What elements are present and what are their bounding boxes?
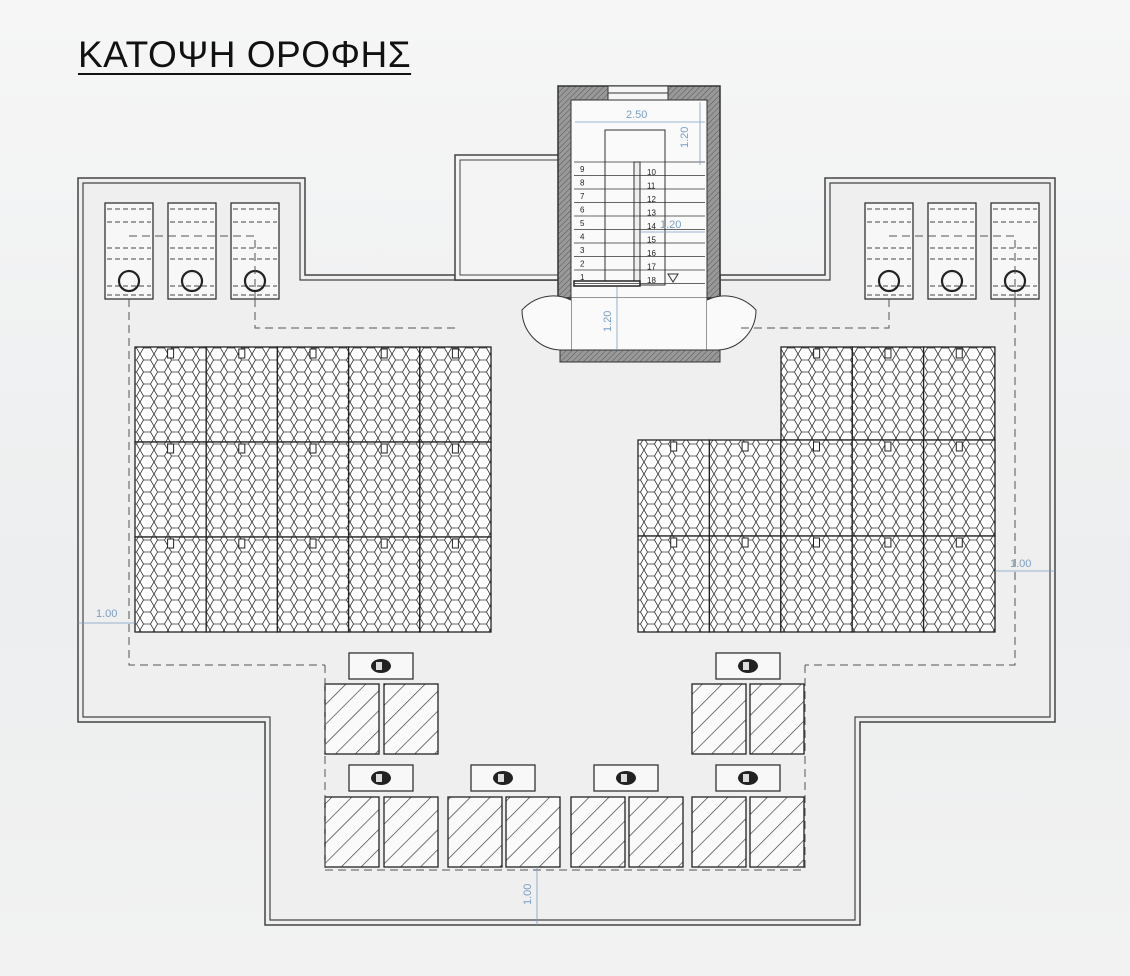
solar-panel	[637, 535, 711, 633]
solar-panel	[276, 441, 350, 538]
solar-panel	[205, 536, 279, 633]
parapet-inner-line	[82, 182, 1051, 921]
stair-step-number: 1	[580, 273, 585, 282]
stair-step-number: 7	[580, 192, 585, 201]
stair-step-number: 2	[580, 260, 585, 269]
solar-panel	[708, 439, 782, 537]
solar-panel	[134, 536, 207, 633]
inverter-unit	[715, 764, 781, 792]
stair-step-number: 3	[580, 246, 585, 255]
pipe-route	[805, 299, 1016, 666]
stair-step-number: 17	[647, 263, 656, 272]
hatched-unit	[324, 796, 380, 868]
solar-panel	[708, 535, 782, 633]
drawing-title: ΚΑΤΟΨΗ ΟΡΟΦΗΣ	[78, 34, 412, 75]
solar-panel	[780, 346, 853, 441]
solar-water-heater	[104, 202, 154, 300]
stair-step-number: 13	[647, 209, 656, 218]
hatched-unit	[324, 683, 380, 755]
solar-panel	[922, 439, 996, 537]
hatched-unit	[749, 796, 805, 868]
solar-panel	[205, 346, 279, 443]
stair-step-number: 9	[580, 165, 585, 174]
inverter-unit	[715, 652, 781, 680]
pipe-route	[740, 299, 890, 329]
inverter-unit	[348, 764, 414, 792]
solar-panel	[922, 535, 996, 633]
pipe-route	[254, 299, 455, 329]
hatched-unit	[691, 683, 747, 755]
dim-right-setback: 1.00	[1010, 558, 1031, 570]
stair-step-number: 12	[647, 195, 656, 204]
solar-panel	[276, 536, 350, 633]
solar-water-heater	[864, 202, 914, 300]
stair-step-number: 14	[647, 222, 656, 231]
stair-step-number: 6	[580, 206, 585, 215]
stair-step-number: 11	[647, 182, 656, 191]
dim-bottom-setback: 1.00	[522, 884, 534, 905]
dim-stair-entrance: 1.20	[602, 311, 614, 332]
dim-stair-width: 2.50	[626, 109, 647, 121]
solar-panel	[851, 439, 925, 537]
stair-step-number: 5	[580, 219, 585, 228]
solar-panel	[276, 346, 350, 443]
pipe-route	[128, 299, 325, 666]
solar-panel	[419, 441, 492, 538]
solar-panel	[347, 346, 421, 443]
dimension-lines	[78, 102, 1055, 925]
hatched-unit	[570, 796, 626, 868]
dim-stair-mid: 1.20	[660, 219, 681, 231]
inverter-unit	[593, 764, 659, 792]
solar-panel	[134, 346, 207, 443]
solar-panel	[419, 346, 492, 443]
pipe-route	[129, 235, 256, 299]
dim-left-setback: 1.00	[96, 608, 117, 620]
solar-panel	[780, 535, 853, 633]
tank-circle-icon	[940, 269, 964, 293]
hatched-unit	[691, 796, 747, 868]
stair-step-number: 18	[647, 276, 656, 285]
solar-panel	[851, 346, 925, 441]
solar-panel	[637, 439, 711, 537]
tank-circle-icon	[877, 269, 901, 293]
hatched-unit	[749, 683, 805, 755]
solar-panel	[347, 536, 421, 633]
solar-panel	[780, 439, 853, 537]
stair-step-number: 8	[580, 179, 585, 188]
tank-circle-icon	[180, 269, 204, 293]
hatched-unit	[383, 683, 439, 755]
inverter-unit	[348, 652, 414, 680]
solar-water-heater	[167, 202, 217, 300]
hatched-unit	[383, 796, 439, 868]
solar-panel	[851, 535, 925, 633]
solar-water-heater	[927, 202, 977, 300]
inverter-unit	[470, 764, 536, 792]
stair-step-number: 15	[647, 236, 656, 245]
hatched-unit	[447, 796, 503, 868]
solar-panel	[419, 536, 492, 633]
hatched-unit	[505, 796, 561, 868]
solar-panel	[134, 441, 207, 538]
solar-panel	[205, 441, 279, 538]
solar-panel	[922, 346, 996, 441]
dim-stair-landing: 1.20	[679, 127, 691, 148]
tank-circle-icon	[117, 269, 141, 293]
elevator-shaft-box	[454, 154, 561, 281]
hatched-unit	[628, 796, 684, 868]
solar-panel	[347, 441, 421, 538]
pipe-route	[889, 235, 1016, 299]
stair-step-number: 4	[580, 233, 585, 242]
stair-step-number: 10	[647, 168, 656, 177]
stair-step-number: 16	[647, 249, 656, 258]
